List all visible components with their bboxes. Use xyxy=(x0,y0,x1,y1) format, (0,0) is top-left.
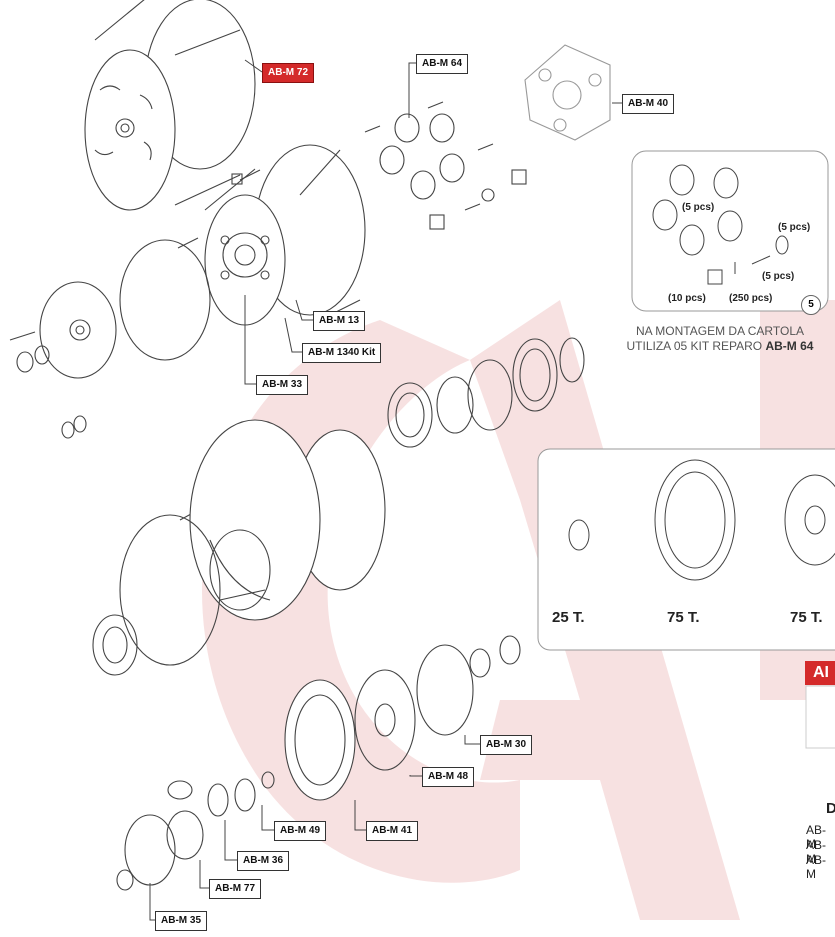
kit-qty-rollers: (5 pcs) xyxy=(682,202,715,213)
callout-leaders xyxy=(149,59,622,921)
kit-qty-shafts: (5 pcs) xyxy=(778,222,811,233)
side-card xyxy=(805,685,835,749)
kit-qty-plates: (10 pcs) xyxy=(668,293,706,304)
planet-carrier-part xyxy=(524,44,611,141)
kit-note-code: AB-M 64 xyxy=(765,339,814,353)
small-washer-parts xyxy=(16,345,87,439)
teeth-label-ring-gear: 75 T. xyxy=(667,609,700,626)
part-callout-ab-m-48[interactable]: AB-M 48 xyxy=(422,767,475,787)
housing-drum-part xyxy=(84,0,256,211)
part-callout-ab-m-72[interactable]: AB-M 72 xyxy=(262,63,315,83)
kit-note-line2: UTILIZA 05 KIT REPARO AB-M 64 xyxy=(604,339,835,354)
hub-part xyxy=(92,419,386,676)
side-list-row: AB-M xyxy=(806,838,827,866)
part-callout-ab-m-49[interactable]: AB-M 49 xyxy=(274,821,327,841)
sun-gear-part xyxy=(354,669,416,771)
part-callout-ab-m-36[interactable]: AB-M 36 xyxy=(237,851,290,871)
bearing-and-seal-parts xyxy=(387,337,585,448)
kit-note-text: UTILIZA 05 KIT REPARO xyxy=(626,339,766,353)
snap-ring-part xyxy=(416,644,474,736)
part-callout-ab-m-13[interactable]: AB-M 13 xyxy=(313,311,366,331)
side-list-title: D xyxy=(826,800,835,817)
kit-qty-springs: (250 pcs) xyxy=(729,293,773,304)
ring-gear-part xyxy=(284,679,356,801)
part-callout-ab-m-33[interactable]: AB-M 33 xyxy=(256,375,309,395)
part-callout-ab-m-77[interactable]: AB-M 77 xyxy=(209,879,262,899)
part-callout-ab-m-40[interactable]: AB-M 40 xyxy=(622,94,675,114)
teeth-label-sun-gear: 25 T. xyxy=(552,609,585,626)
kit-detail-box xyxy=(631,150,829,312)
side-panel-tab[interactable]: AI xyxy=(805,661,835,685)
gear-teeth-box xyxy=(537,448,835,651)
teeth-label-outer-gear: 75 T. xyxy=(790,609,823,626)
part-callout-ab-m-30[interactable]: AB-M 30 xyxy=(480,735,533,755)
part-callout-ab-m-1340-kit[interactable]: AB-M 1340 Kit xyxy=(302,343,382,363)
kit-note-line1: NA MONTAGEM DA CARTOLA xyxy=(635,324,805,338)
kit-count-badge: 5 xyxy=(801,295,821,315)
cover-plate-part xyxy=(39,239,211,379)
bolt-parts xyxy=(9,169,261,521)
part-callout-ab-m-35[interactable]: AB-M 35 xyxy=(155,911,208,931)
part-callout-ab-m-64[interactable]: AB-M 64 xyxy=(416,54,469,74)
part-callout-ab-m-41[interactable]: AB-M 41 xyxy=(366,821,419,841)
kit-assembly-note: NA MONTAGEM DA CARTOLA UTILIZA 05 KIT RE… xyxy=(604,324,835,354)
planet-carrier-drum-part xyxy=(204,144,366,326)
side-list-row: AB-M xyxy=(806,853,827,881)
repair-kit-parts xyxy=(364,101,527,230)
side-list-row: AB-M xyxy=(806,823,827,851)
kit-qty-pins: (5 pcs) xyxy=(762,271,795,282)
